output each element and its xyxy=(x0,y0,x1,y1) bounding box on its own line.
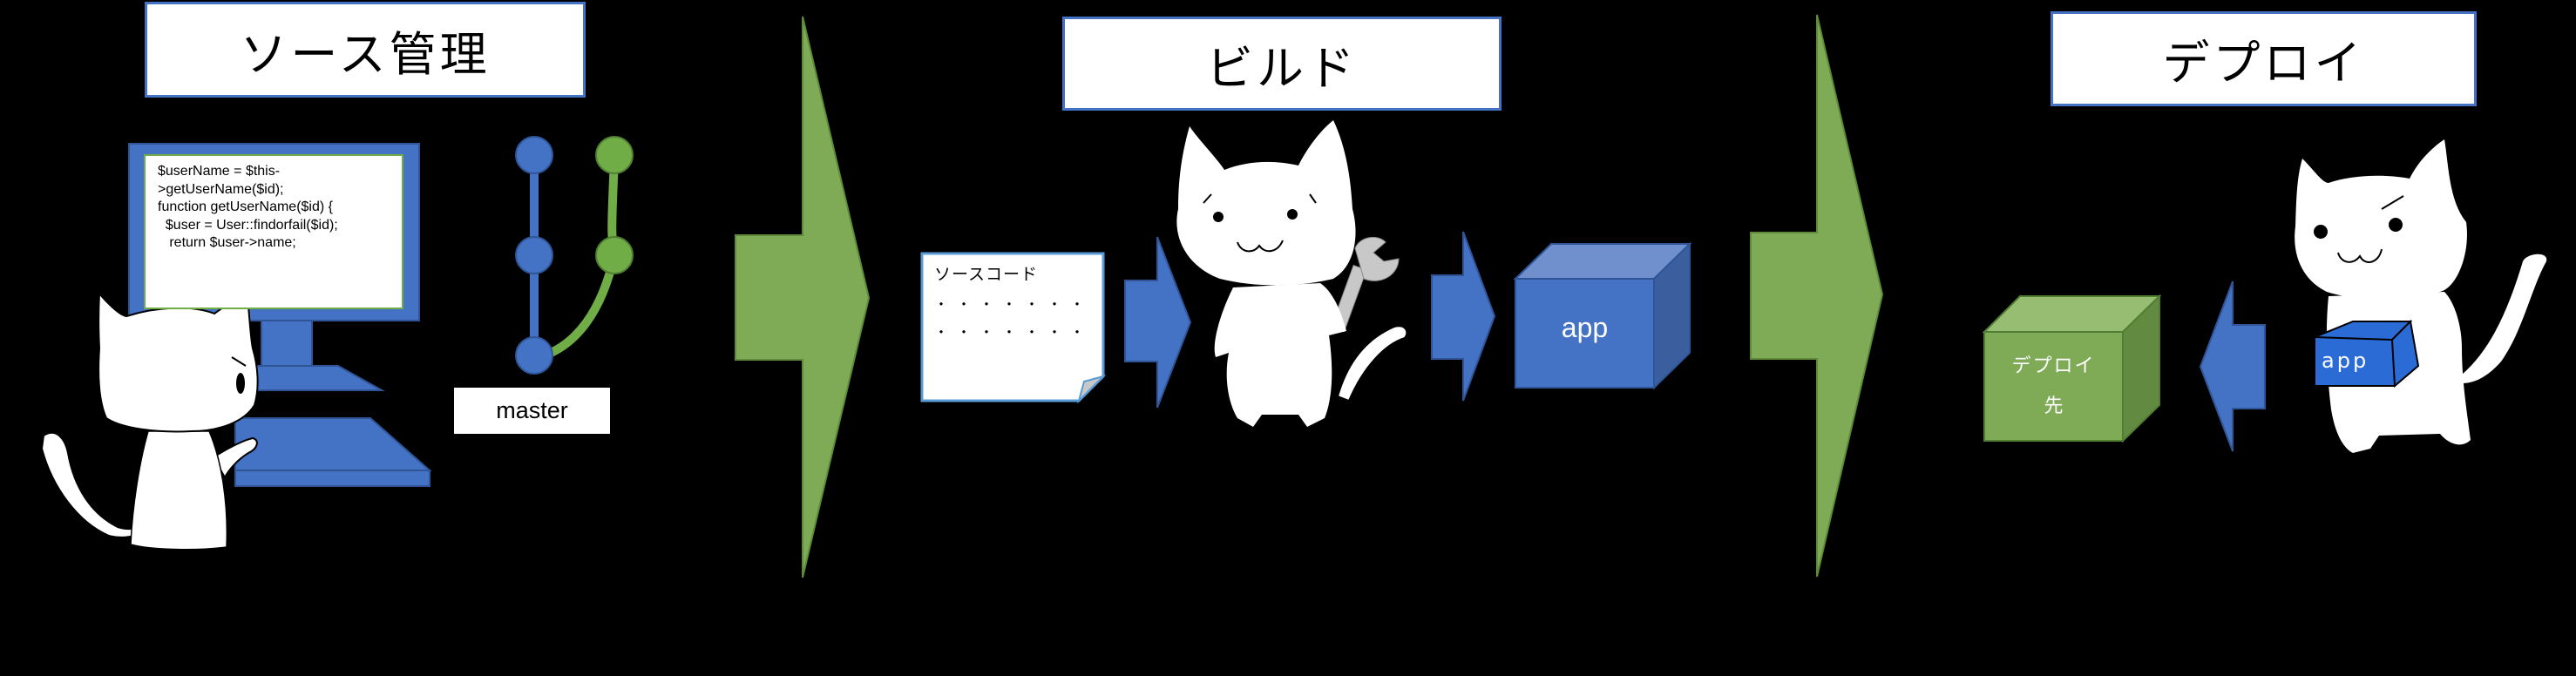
stage-arrow-1 xyxy=(735,16,871,578)
git-branch-graph xyxy=(515,136,634,375)
code-line: function getUserName($id) { xyxy=(158,199,333,214)
branch-label-master: master xyxy=(454,388,610,434)
code-editor-screen: $userName = $this- >getUserName($id); fu… xyxy=(144,154,403,309)
document-placeholder-line: ・・・・・・・ xyxy=(934,324,1094,341)
stage-title-build: ビルド xyxy=(1062,17,1502,111)
commit-node xyxy=(595,136,634,174)
commit-node xyxy=(515,136,553,174)
code-line: return $user->name; xyxy=(158,235,296,250)
document-title: ソースコード xyxy=(934,265,1039,284)
document-placeholder-line: ・・・・・・・ xyxy=(934,296,1094,313)
app-artifact-cube xyxy=(1513,241,1692,390)
build-output-arrow xyxy=(1431,231,1496,402)
deploy-target-label-line2: 先 xyxy=(2044,395,2064,417)
stage-title-source-control: ソース管理 xyxy=(145,2,586,98)
deploy-arrow xyxy=(2199,281,2266,452)
code-line: >getUserName($id); xyxy=(158,181,284,197)
code-line: $user = User::findorfail($id); xyxy=(158,217,338,233)
builder-cat-illustration xyxy=(1176,120,1408,427)
carried-app-label: app xyxy=(2322,348,2369,373)
app-cube-label: app xyxy=(1561,312,1609,343)
commit-node xyxy=(595,236,634,274)
deploy-target-cube xyxy=(1982,294,2162,443)
build-input-arrow xyxy=(1124,236,1192,409)
code-line: $userName = $this- xyxy=(158,164,281,179)
deployer-cat-illustration xyxy=(2295,139,2547,453)
stage-arrow-2 xyxy=(1750,14,1884,578)
deploy-target-label-line1: デプロイ xyxy=(2011,355,2096,377)
source-code-document xyxy=(920,252,1107,404)
stage-title-deploy: デプロイ xyxy=(2051,11,2477,106)
commit-node xyxy=(515,236,553,274)
developer-cat-illustration xyxy=(40,287,259,551)
commit-node xyxy=(515,336,553,375)
